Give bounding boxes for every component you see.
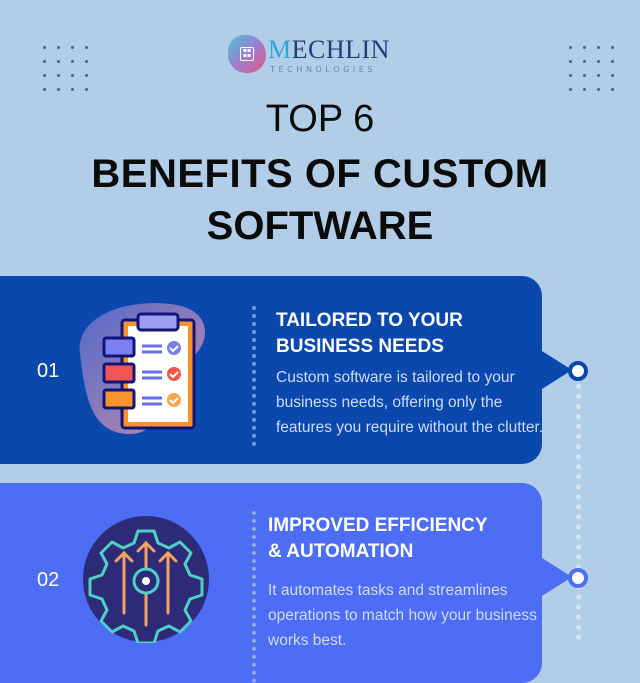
title-main-line1: BENEFITS OF CUSTOM — [91, 152, 549, 196]
benefit-description: It automates tasks and streamlines opera… — [268, 582, 537, 649]
clipboard-checklist-icon — [79, 303, 205, 434]
title-top: TOP 6 — [265, 98, 375, 140]
timeline-line — [576, 384, 581, 640]
connector-arrow — [542, 558, 572, 596]
benefit-number: 01 — [37, 360, 60, 382]
brand-name: MECHLIN — [268, 35, 390, 64]
benefit-number: 02 — [37, 569, 60, 591]
logo-blob — [228, 35, 266, 73]
dot-grid-icon — [563, 40, 619, 96]
benefit-title: IMPROVED EFFICIENCY & AUTOMATION — [268, 515, 488, 562]
circuit-chip-icon: ▪▪▪▪ — [240, 47, 254, 61]
brand-tagline: TECHNOLOGIES — [270, 65, 377, 74]
card-divider — [252, 511, 260, 683]
connector-arrow — [542, 351, 572, 389]
benefit-description: Custom software is tailored to your busi… — [276, 369, 544, 436]
timeline-node — [568, 568, 588, 588]
benefit-card-2: 02 IMPROVED EFFICIENCY & AUTOMATION It a… — [0, 483, 542, 683]
card-divider — [252, 306, 260, 446]
timeline-node — [568, 361, 588, 381]
dot-grid-icon — [37, 40, 93, 96]
title-main-line2: SOFTWARE — [206, 204, 434, 248]
benefit-title: TAILORED TO YOUR BUSINESS NEEDS — [276, 310, 463, 357]
benefit-card-1: 01 TAILORED TO YOUR BUSINESS NEEDS Custo… — [0, 276, 543, 464]
gear-arrows-up-icon — [83, 516, 209, 643]
brand-logo: ▪▪▪▪ MECHLIN TECHNOLOGIES — [226, 33, 396, 77]
